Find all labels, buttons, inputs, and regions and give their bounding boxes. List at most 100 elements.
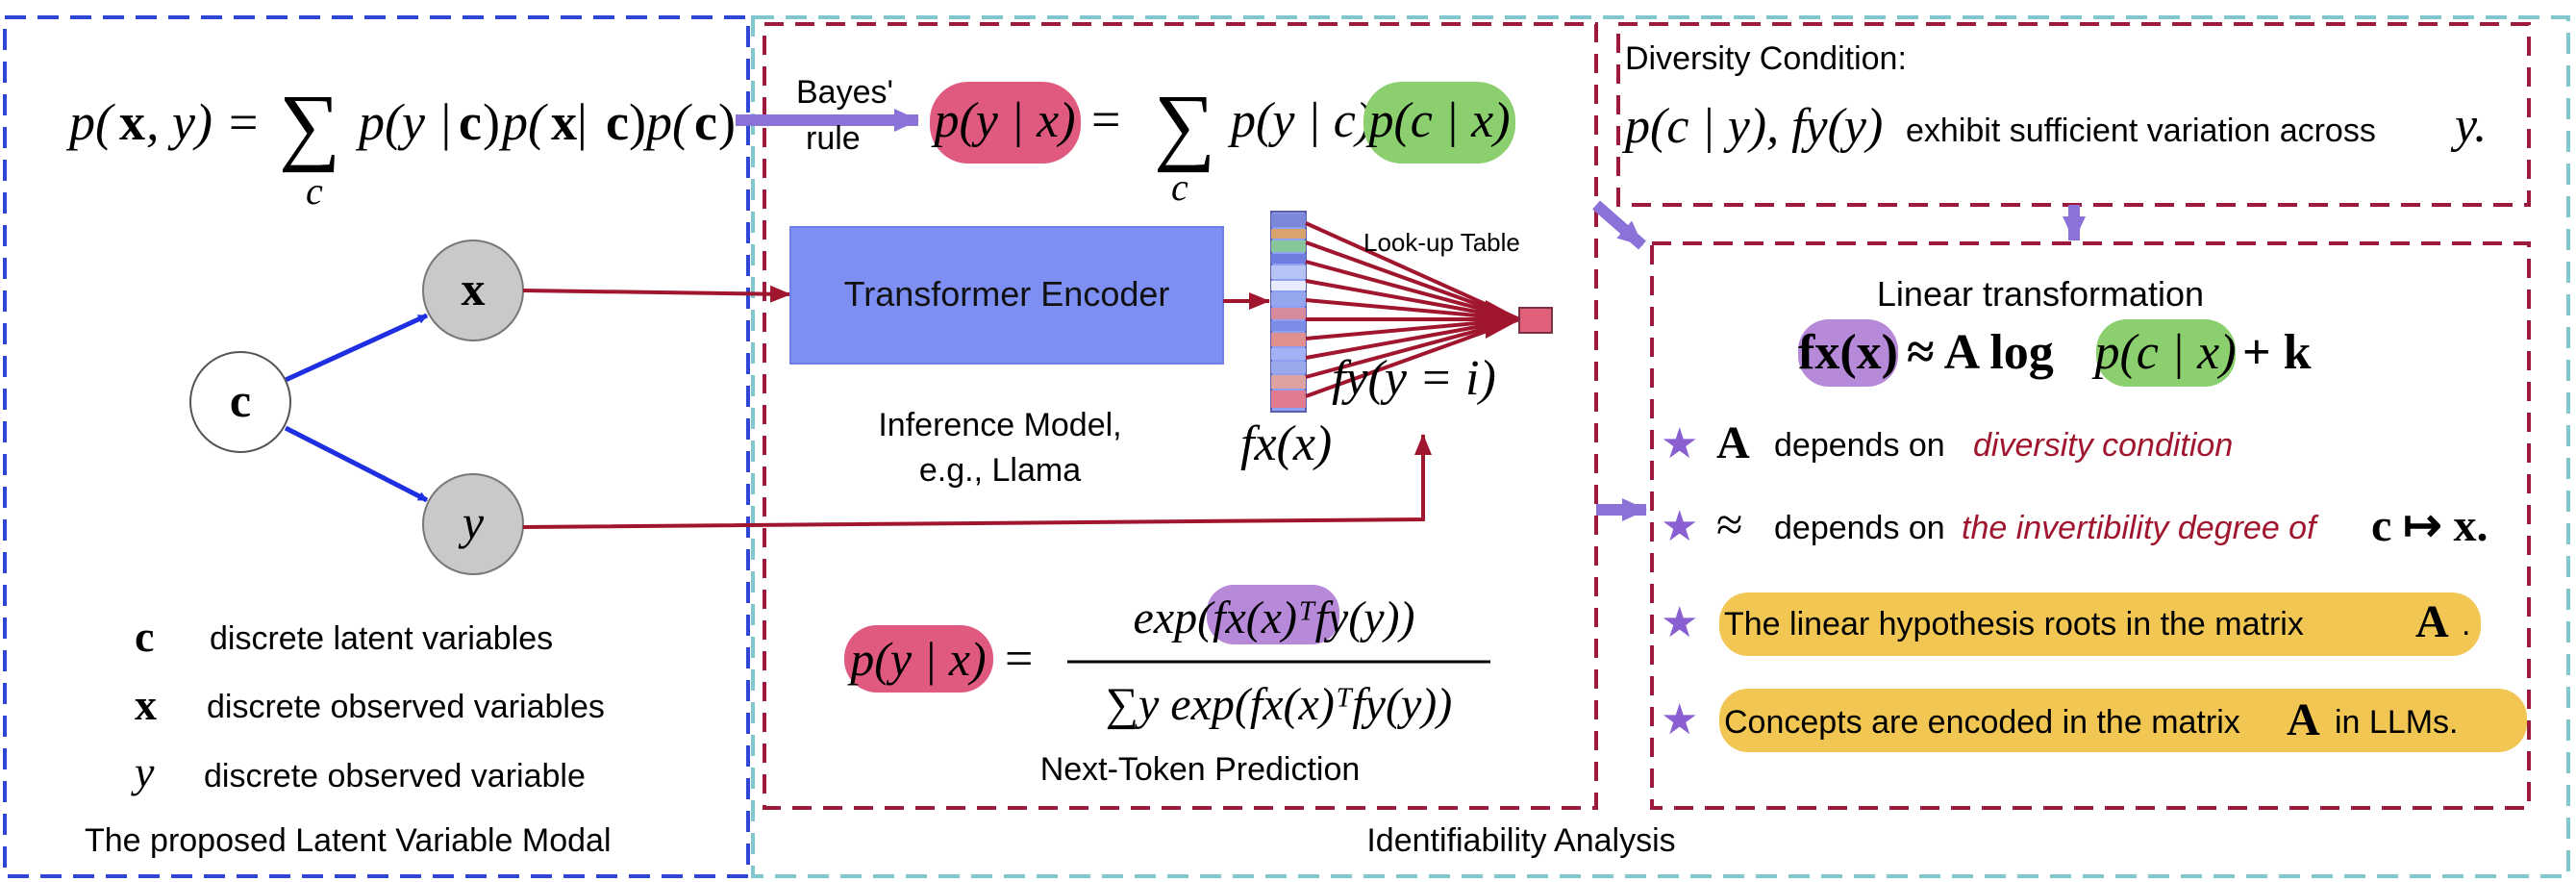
bullet1-red: diversity condition [1973, 427, 2233, 464]
posterior-likelihood: p(y | c) [1227, 93, 1372, 148]
eq-joint-term3-end: ) [718, 93, 736, 151]
transformer-encoder-label: Transformer Encoder [844, 274, 1170, 314]
left-caption: The proposed Latent Variable Modal [85, 822, 612, 859]
legend-text-x: discrete observed variables [207, 689, 605, 725]
bullet-2: ★ ≈ depends on the invertibility degree … [1661, 497, 2488, 551]
bullet4-highlight [1719, 689, 2527, 752]
posterior-sub-c: c [1171, 165, 1188, 209]
posterior-text: p(y | x) [930, 93, 1075, 148]
bullet4-symbol: A [2287, 694, 2320, 745]
posterior-green-box [1363, 82, 1515, 164]
lookup-table-label: Look-up Table [1363, 228, 1520, 257]
softmax-numerator: exp(fx(x)ᵀfy(y)) [1134, 592, 1415, 643]
eq-joint-term2-x: x [551, 93, 577, 151]
node-c-label: c [230, 373, 251, 427]
posterior-green-text: p(c | x) [1364, 93, 1510, 148]
bullet1-symbol: A [1716, 417, 1750, 468]
diversity-math: p(c | y), fy(y) [1621, 99, 1883, 154]
legend-symbol-c: c [135, 612, 154, 661]
node-x: x [422, 239, 524, 341]
bullet-1: ★ A depends on diversity condition [1661, 417, 2233, 468]
star-icon: ★ [1661, 503, 1698, 550]
diversity-text: exhibit sufficient variation across [1906, 113, 2376, 149]
lookup-lines [1305, 221, 1520, 398]
bullet3-text: The linear hypothesis roots in the matri… [1724, 606, 2304, 643]
eq-joint-term1-end: ) [483, 93, 500, 151]
eq-joint-term2-end: ) [629, 93, 646, 151]
softmax-lhs-box [844, 625, 993, 693]
inference-model-label-2: e.g., Llama [919, 452, 1081, 489]
bayes-label-line2: rule [806, 120, 861, 157]
eq-joint-term3-c: c [694, 93, 717, 151]
legend-symbol-x: x [135, 680, 157, 729]
eq-joint-term3: p( [642, 93, 692, 151]
bullet-4: ★ Concepts are encoded in the matrix A i… [1661, 689, 2527, 752]
linear-lhs: fx(x) [1798, 325, 1898, 380]
eq-joint-sigma: ∑ [279, 78, 340, 173]
inference-model-label-1: Inference Model, [878, 407, 1121, 443]
eq-joint-sub-c: c [306, 169, 323, 213]
linear-fx-box [1798, 319, 1898, 387]
bullet-3: ★ The linear hypothesis roots in the mat… [1661, 592, 2481, 656]
bullet2-symbol: ≈ [1716, 497, 1742, 551]
bullet2-map: c ↦ x. [2371, 500, 2488, 551]
diversity-y: y. [2450, 98, 2487, 153]
arrow-encoder-to-linear [1592, 200, 1646, 250]
linear-panel-border [1650, 241, 2531, 810]
softmax-equals: = [1005, 632, 1033, 687]
left-panel-border [3, 15, 750, 878]
eq-joint-p: p( [65, 93, 115, 151]
analysis-caption: Identifiability Analysis [1366, 822, 1675, 859]
legend-text-c: discrete latent variables [210, 620, 553, 657]
edge-x-to-encoder [522, 285, 791, 303]
star-icon: ★ [1661, 420, 1698, 467]
bullet1-text: depends on [1774, 427, 1945, 464]
bullet4-text: Concepts are encoded in the matrix [1724, 704, 2240, 741]
eq-joint-y: , y) = [146, 93, 261, 151]
fx-embedding-vector [1270, 211, 1307, 413]
softmax-num-fx-highlight [1207, 585, 1339, 644]
eq-joint-term1-c: c [459, 93, 482, 151]
star-icon: ★ [1661, 599, 1698, 646]
lookup-output-cell [1518, 307, 1553, 334]
bullet2-red: the invertibility degree of [1962, 510, 2319, 546]
bayes-label-line1: Bayes' [796, 74, 893, 111]
diversity-title: Diversity Condition: [1625, 40, 1907, 77]
inference-panel-border [763, 22, 1598, 810]
bullet3-end: . [2462, 606, 2470, 643]
lookup-arrowhead [1486, 300, 1521, 339]
legend-text-y: discrete observed variable [204, 758, 586, 794]
node-c: c [189, 351, 291, 453]
star-icon: ★ [1661, 696, 1698, 743]
eq-joint-term1: p(y | [355, 93, 452, 151]
edge-c-to-y [284, 425, 429, 503]
eq-joint-term2-mid: | [577, 93, 588, 151]
joint-equation: p( x , y) = ∑ c p(y | c ) p( x | c ) p( … [65, 78, 736, 213]
bullet3-highlight [1719, 592, 2481, 656]
eq-joint-term2-c: c [606, 93, 629, 151]
linear-mid: ≈ A log [1907, 325, 2054, 380]
edge-c-to-x [284, 313, 429, 383]
posterior-equals: = [1091, 90, 1120, 148]
posterior-sigma: ∑ [1154, 78, 1215, 173]
softmax-lhs-text: p(y | x) [847, 632, 986, 686]
transformer-encoder-block [789, 226, 1224, 365]
node-x-label: x [462, 262, 486, 315]
linear-green-text: p(c | x) [2090, 325, 2236, 380]
fy-label: fy(y = i) [1332, 351, 1496, 406]
node-y-label: y [458, 495, 485, 549]
linear-green-box [2096, 319, 2236, 387]
node-y: y [422, 473, 524, 575]
linear-title: Linear transformation [1877, 274, 2204, 314]
bullet4-end: in LLMs. [2335, 704, 2459, 741]
eq-joint-term2: p( [498, 93, 548, 151]
bullet3-symbol: A [2415, 596, 2449, 647]
bullet2-text: depends on [1774, 510, 1945, 546]
softmax-denominator: ∑y exp(fx(x)ᵀfy(y)) [1106, 679, 1452, 730]
edge-y-to-fy [522, 434, 1432, 529]
linear-end: + k [2242, 325, 2312, 380]
next-token-label: Next-Token Prediction [1040, 751, 1361, 788]
fx-label: fx(x) [1240, 416, 1332, 471]
